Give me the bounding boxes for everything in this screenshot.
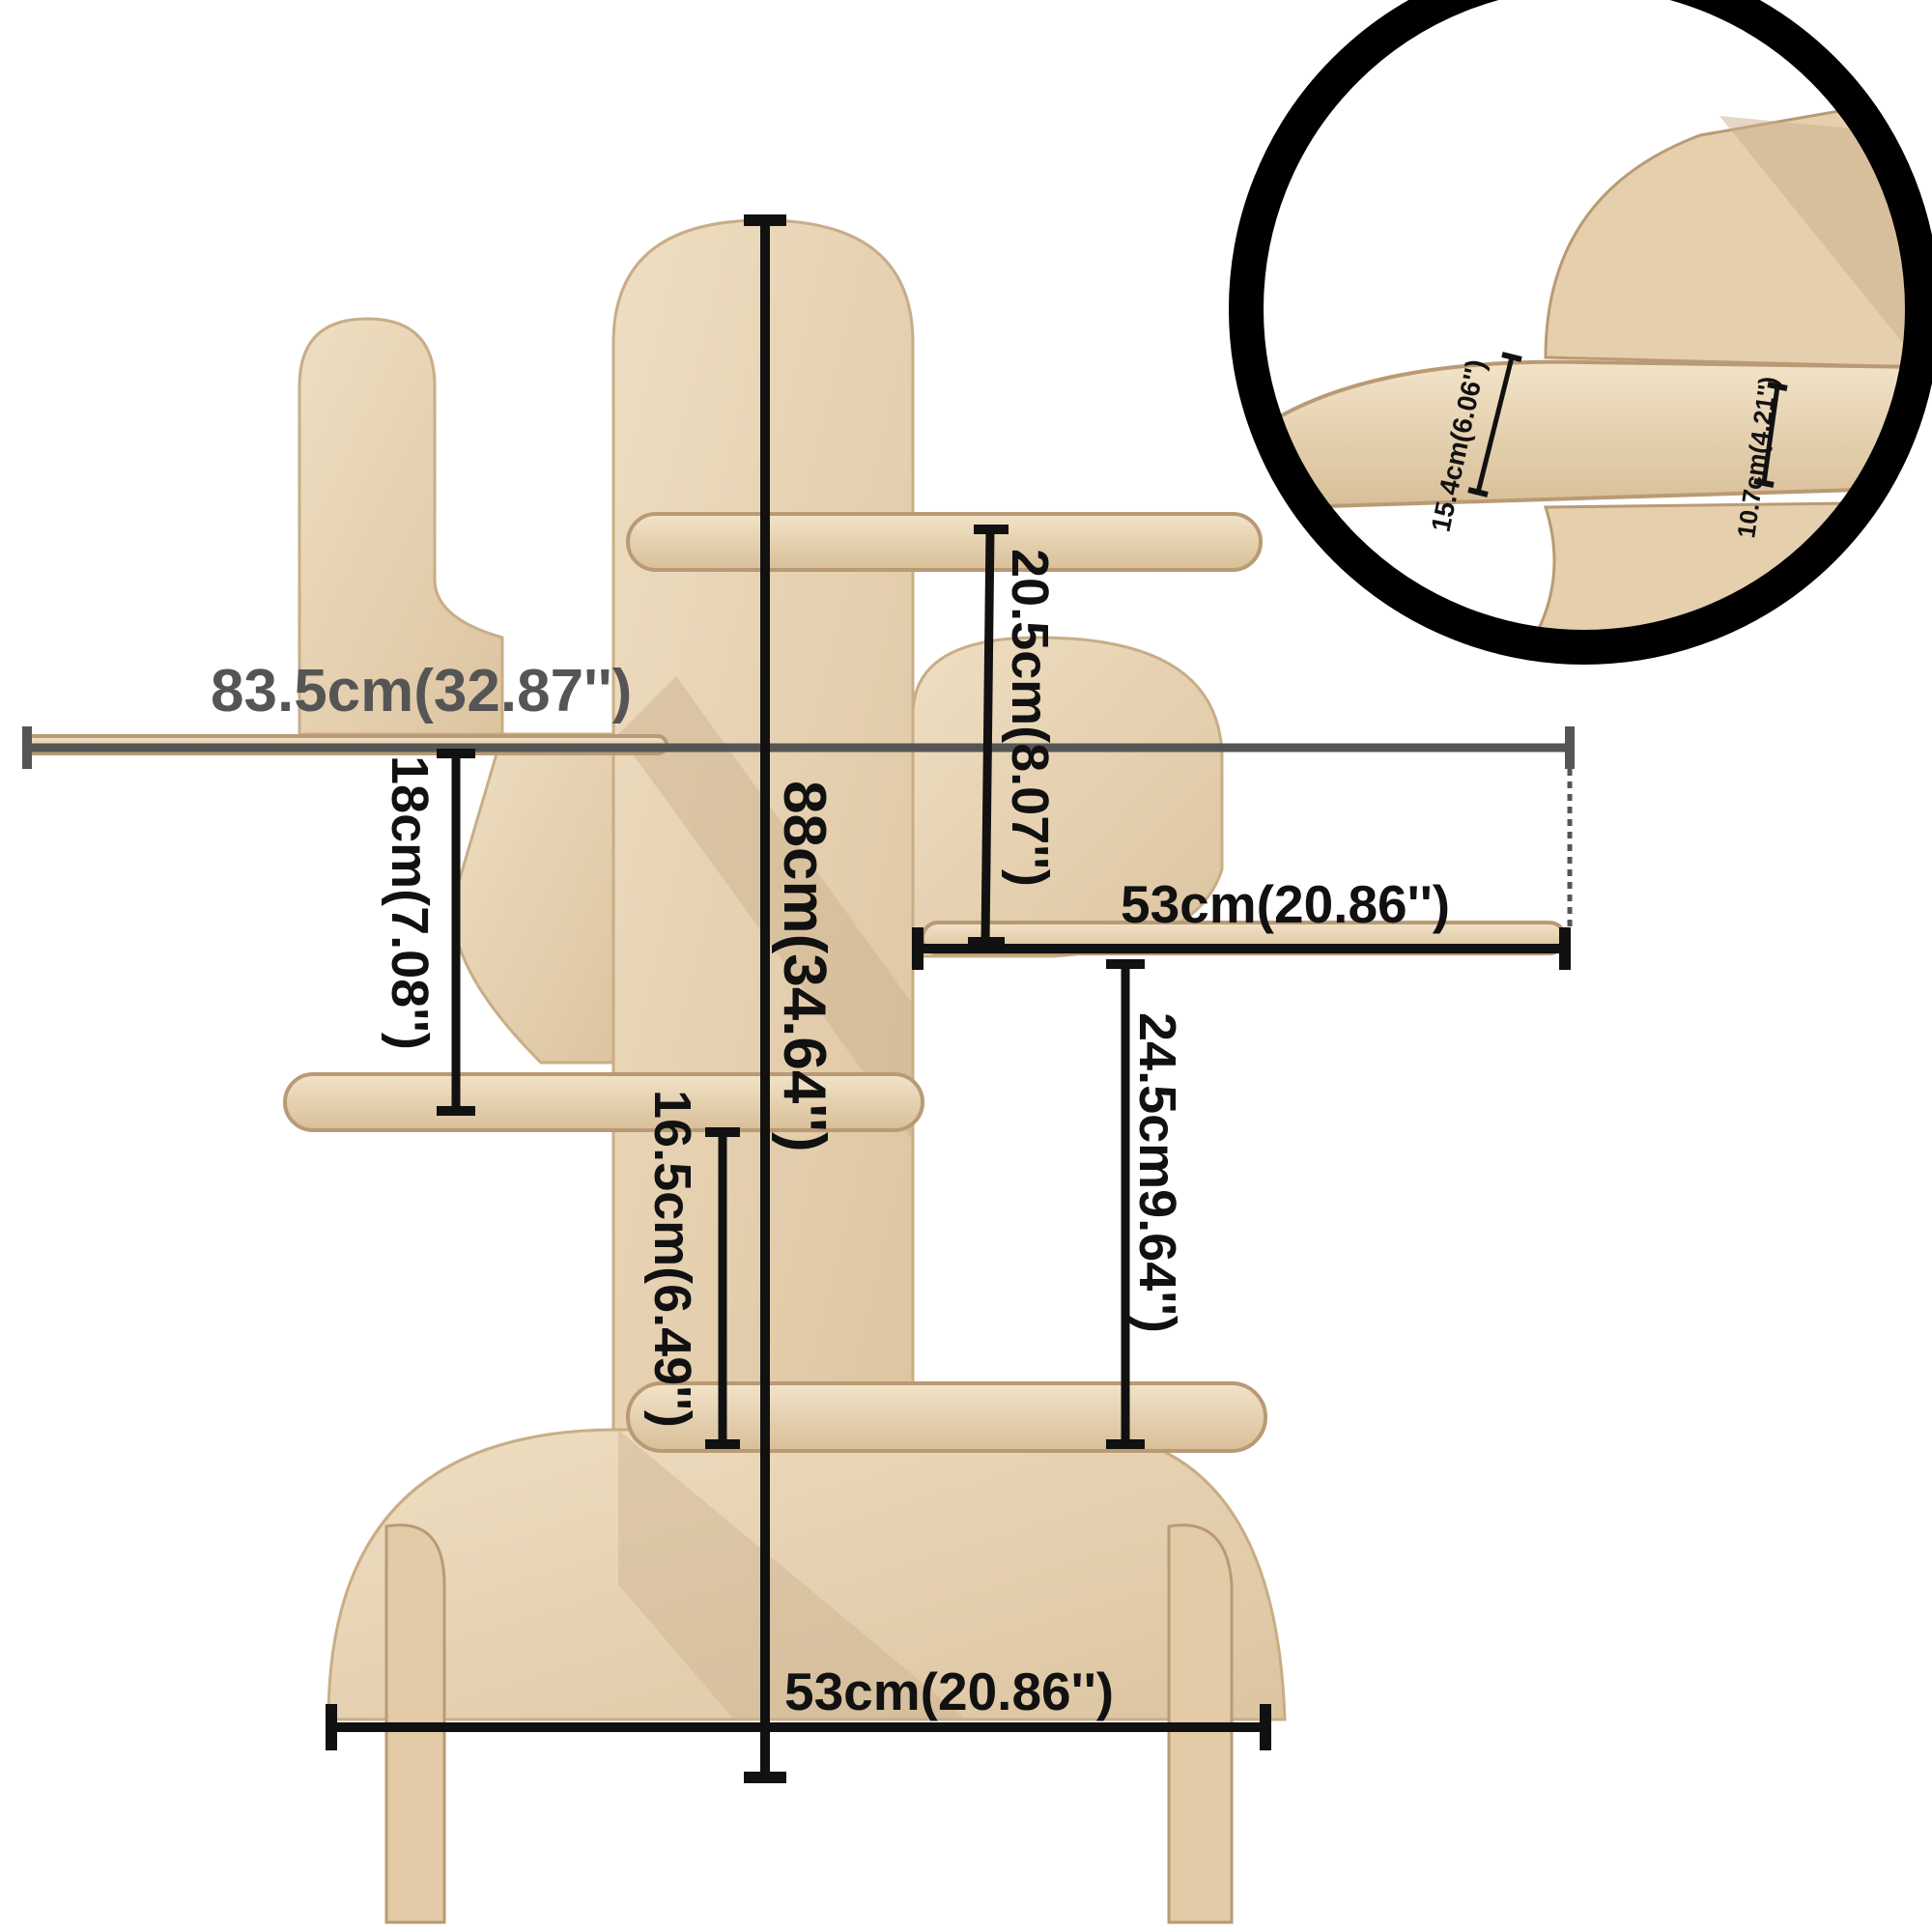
label-base-width: 53cm(20.86'') [784, 1662, 1114, 1721]
detail-line-large-cap-bottom [1467, 487, 1489, 497]
detail-line-large-cap-top [1501, 352, 1522, 362]
label-gap-left: 18cm(7.08'') [381, 755, 439, 1050]
detail-line-small [1761, 385, 1780, 484]
label-gap-bottom-right: 24.5cm9.64'') [1128, 1012, 1186, 1333]
dimension-labels: 83.5cm(32.87'') 53cm(20.86'') 53cm(20.86… [211, 549, 1450, 1721]
dimension-lines [22, 214, 1575, 1783]
shelf-bottom [626, 1381, 1267, 1453]
detail-line-small-cap-top [1767, 382, 1788, 391]
detail-line-large [1475, 356, 1515, 494]
detail-line-small-cap-bottom [1753, 478, 1775, 488]
label-total-height: 88cm(34.64'') [771, 781, 838, 1152]
label-total-width: 83.5cm(32.87'') [211, 658, 632, 724]
shelf-top [626, 512, 1263, 572]
label-shelf-width: 53cm(20.86'') [1121, 874, 1450, 934]
detail-circle-ring [1229, 0, 1932, 665]
label-gap-top-right: 20.5cm(8.07'') [1001, 549, 1059, 887]
gap-top-right-line [980, 528, 995, 943]
label-gap-center: 16.5cm(6.49'') [643, 1090, 701, 1428]
detail-zoom-circle: 15.4cm(6.06'') 10.7cm(4.21'') [1229, 0, 1932, 665]
